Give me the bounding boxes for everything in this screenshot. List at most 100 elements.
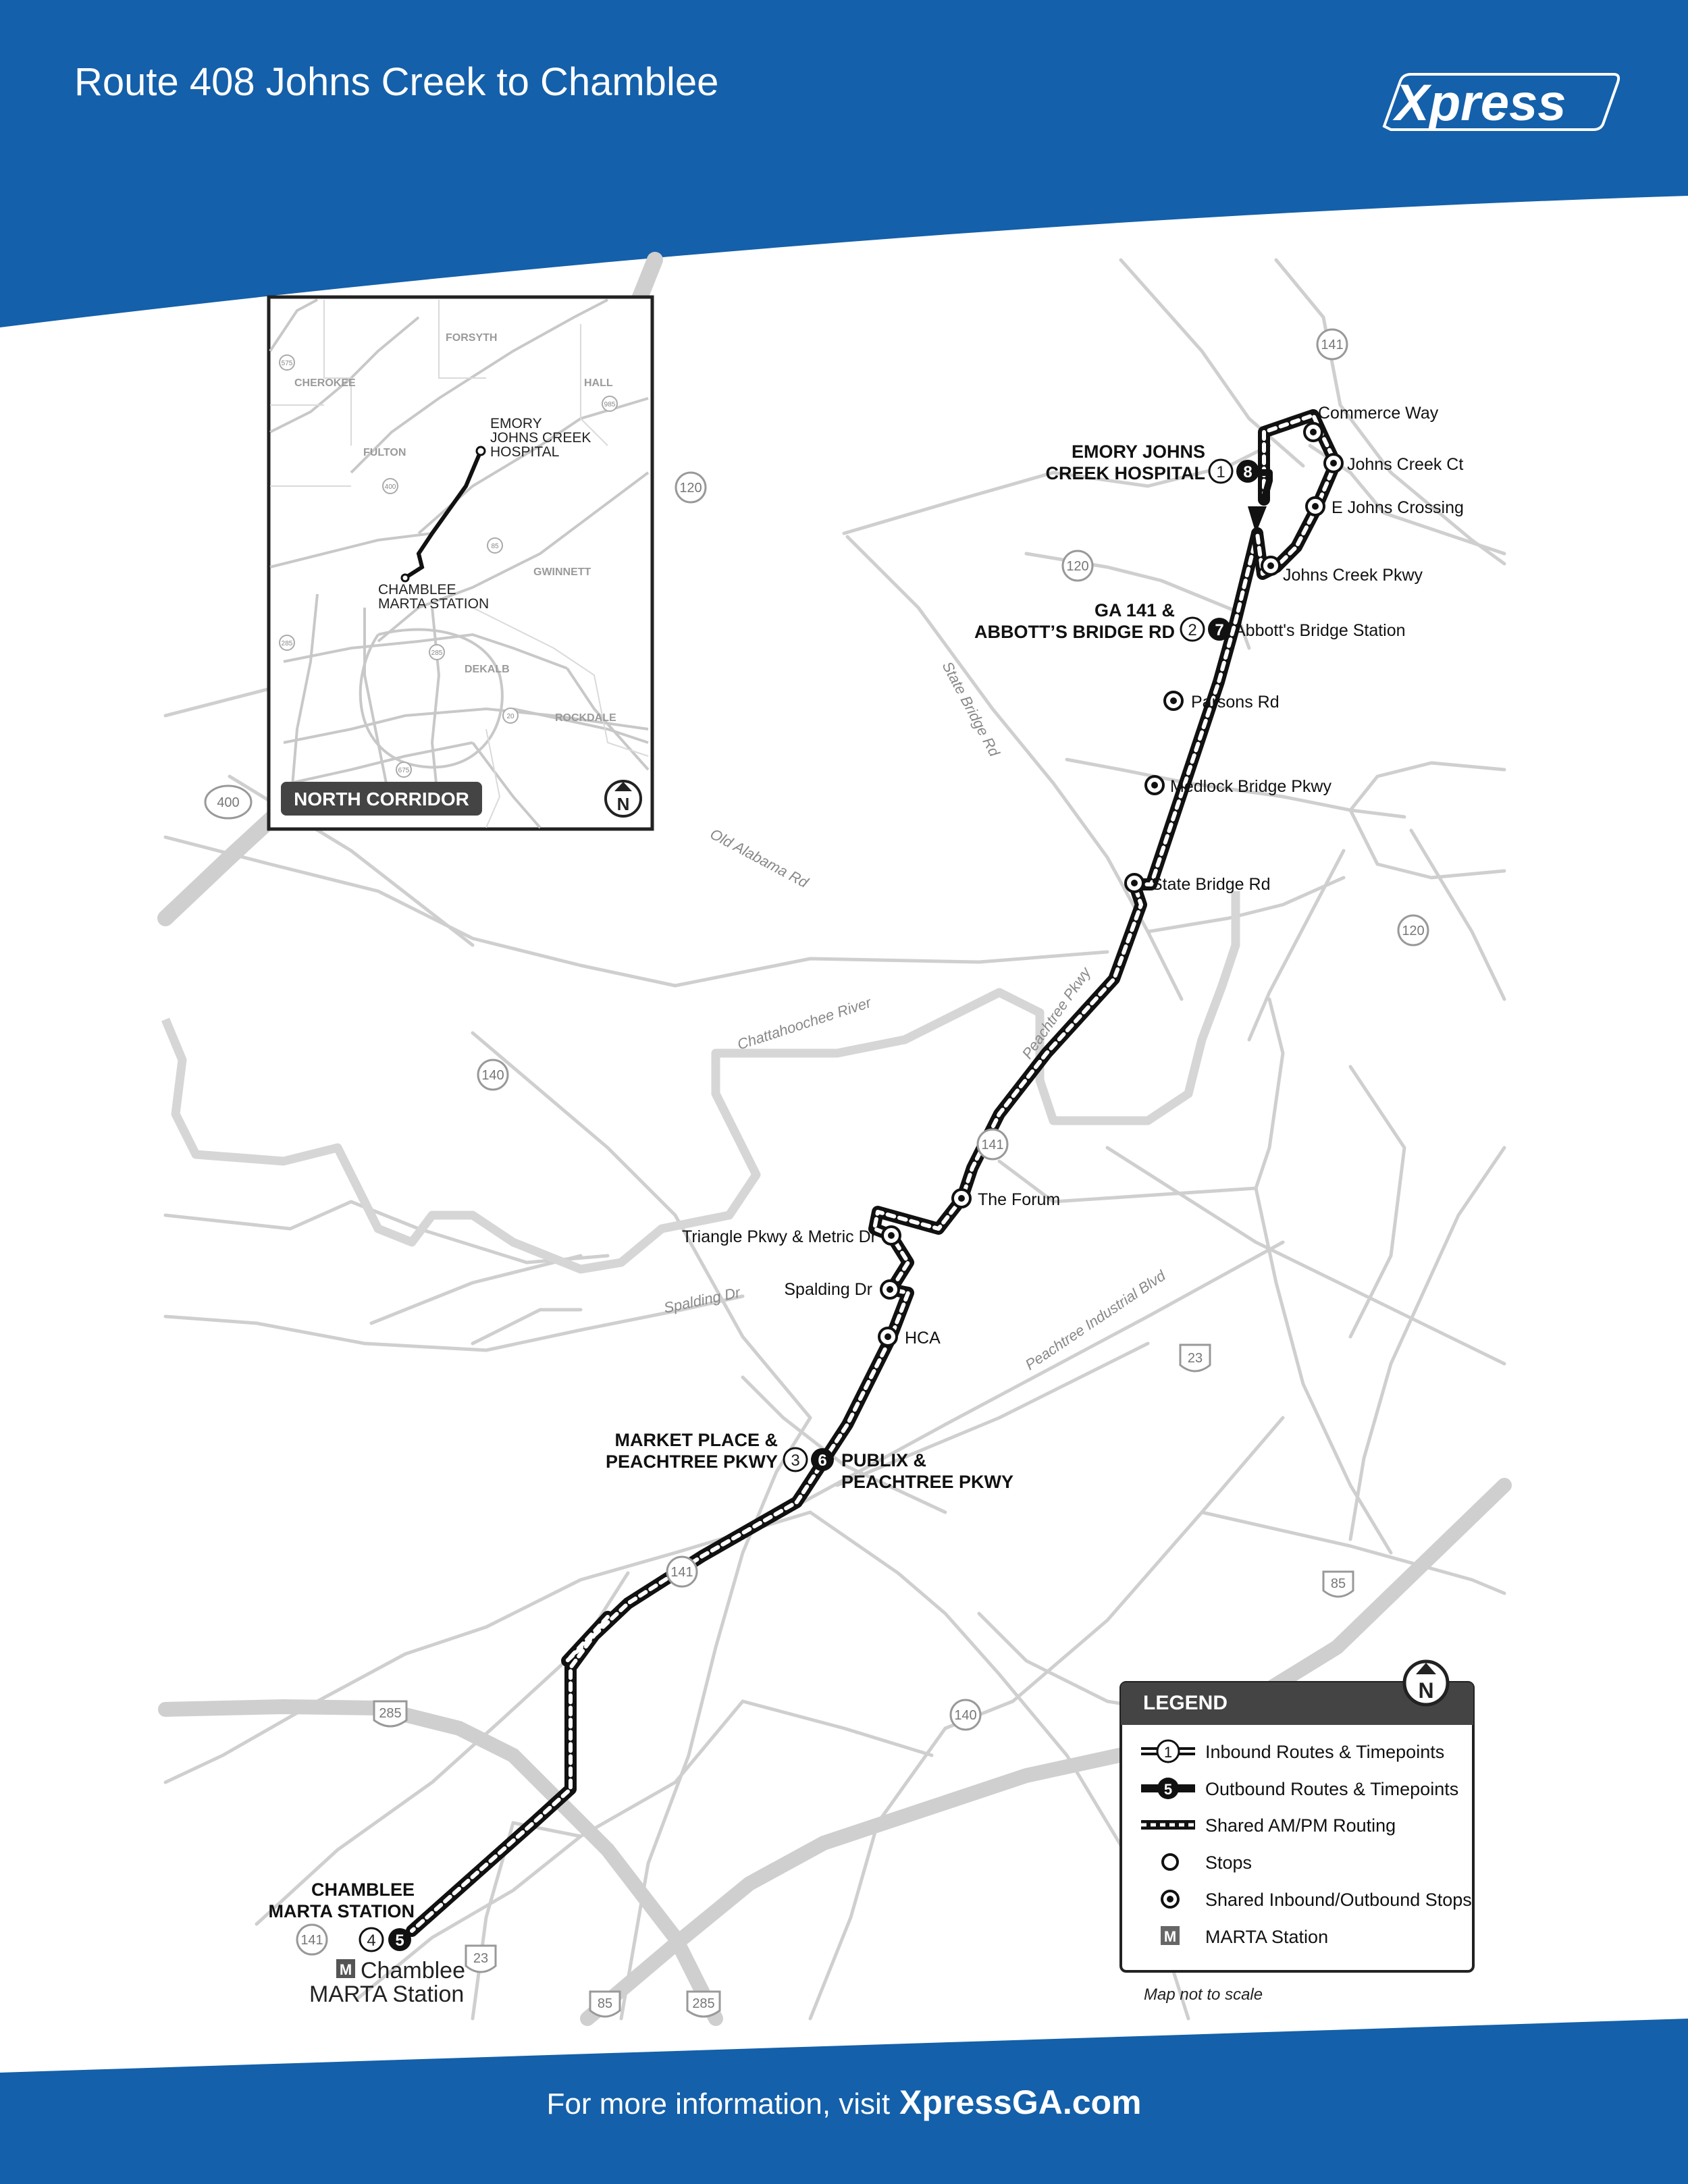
footer-band [0,2019,1688,2184]
svg-text:Spalding Dr: Spalding Dr [784,1280,872,1299]
stop-medlock-bridge: Medlock Bridge Pkwy [1144,775,1331,796]
stop-hca: HCA [878,1327,941,1348]
base-roads [163,258,1506,2021]
svg-text:285: 285 [431,649,443,657]
svg-text:PEACHTREE PKWY: PEACHTREE PKWY [606,1451,778,1472]
stop-johns-creek-ct: Johns Creek Ct [1323,453,1463,474]
svg-text:7: 7 [1215,621,1223,639]
legend-outbound: 5 Outbound Routes & Timepoints [1141,1778,1458,1799]
svg-text:23: 23 [473,1951,488,1966]
shield-400: 400 [204,784,253,820]
stop-commerce-way: Commerce Way [1303,404,1439,442]
svg-text:141: 141 [300,1933,323,1948]
marta-station-chamblee: M Chamblee MARTA Station [309,1958,465,2007]
svg-text:N: N [617,794,630,814]
footer-url[interactable]: XpressGA.com [899,2083,1142,2121]
svg-text:MARTA STATION: MARTA STATION [269,1901,415,1921]
svg-text:140: 140 [481,1068,504,1083]
svg-text:1: 1 [1164,1744,1172,1761]
svg-text:5: 5 [395,1932,404,1950]
svg-text:HCA: HCA [905,1329,941,1348]
svg-text:Johns Creek Pkwy: Johns Creek Pkwy [1283,566,1423,585]
road-label-old-alabama: Old Alabama Rd [708,825,812,891]
svg-text:E Johns Crossing: E Johns Crossing [1331,498,1464,517]
timepoint-2-abbotts: GA 141 & ABBOTT’S BRIDGE RD 2 7 Abbott's… [974,600,1406,642]
legend-shared: Shared AM/PM Routing [1141,1815,1396,1836]
svg-text:HOSPITAL: HOSPITAL [490,444,559,460]
svg-text:GWINNETT: GWINNETT [533,566,591,578]
svg-text:Parsons Rd: Parsons Rd [1191,693,1280,712]
svg-text:GA 141 &: GA 141 & [1094,600,1175,620]
svg-text:JOHNS CREEK: JOHNS CREEK [490,430,591,446]
shield-141-top: 141 [1316,328,1348,361]
svg-text:675: 675 [398,767,410,774]
footer-text: For more information, visit [546,2087,891,2121]
north-corridor-badge: NORTH CORRIDOR [281,782,482,816]
shield-141-bot: 141 [296,1923,328,1956]
timepoints: EMORY JOHNS CREEK HOSPITAL 1 8 GA 141 & … [269,442,1406,2007]
shield-85-a: 85 [1322,1570,1354,1598]
svg-text:20: 20 [506,713,515,720]
legend-stops: Stops [1161,1853,1252,1873]
direction-arrow-icon [1248,506,1267,533]
inset-shields: 575 985 400 85 285 285 20 675 [279,354,618,778]
shield-120-c: 120 [1397,914,1429,947]
page-title: Route 408 Johns Creek to Chamblee [74,60,719,104]
legend-shared-stops: Shared Inbound/Outbound Stops [1161,1890,1472,1910]
svg-text:FORSYTH: FORSYTH [446,332,497,344]
stop-parsons-rd: Parsons Rd [1163,691,1280,712]
svg-text:4: 4 [367,1932,375,1950]
svg-text:CREEK HOSPITAL: CREEK HOSPITAL [1045,463,1205,483]
svg-text:140: 140 [954,1708,976,1723]
shield-140-b: 140 [949,1699,982,1731]
xpress-logo: Xpress [1382,73,1620,132]
shield-23-b: 23 [465,1944,497,1973]
shield-23-a: 23 [1179,1343,1211,1373]
svg-text:EMORY JOHNS: EMORY JOHNS [1072,442,1205,462]
svg-text:NORTH CORRIDOR: NORTH CORRIDOR [294,789,469,809]
svg-text:Outbound Routes & Timepoints: Outbound Routes & Timepoints [1205,1779,1458,1799]
svg-text:PUBLIX &: PUBLIX & [841,1450,926,1470]
svg-text:Shared AM/PM Routing: Shared AM/PM Routing [1205,1815,1396,1836]
svg-text:N: N [1418,1678,1433,1703]
header-band [0,0,1688,327]
svg-text:120: 120 [679,481,702,496]
svg-text:HALL: HALL [584,377,613,389]
shield-141-low: 141 [666,1555,698,1588]
svg-text:The Forum: The Forum [978,1190,1060,1209]
stop-the-forum: The Forum [951,1188,1060,1209]
svg-text:MARTA Station: MARTA Station [1205,1927,1328,1947]
svg-text:MARTA STATION: MARTA STATION [378,596,489,612]
svg-text:CHEROKEE: CHEROKEE [294,377,356,389]
svg-text:85: 85 [598,1996,612,2011]
inset-map: FORSYTH CHEROKEE HALL FULTON GWINNETT DE… [267,295,654,831]
svg-text:ABBOTT’S BRIDGE RD: ABBOTT’S BRIDGE RD [974,622,1175,642]
legend: LEGEND N 1 Inbound Routes & Timepoints 5… [1119,1659,1475,2004]
svg-text:6: 6 [818,1451,826,1470]
stop-state-bridge: State Bridge Rd [1124,873,1271,894]
shield-85-b: 85 [589,1990,621,2018]
svg-text:141: 141 [670,1565,693,1580]
svg-text:Xpress: Xpress [1392,74,1566,132]
svg-text:M: M [340,1961,352,1978]
svg-text:285: 285 [379,1706,401,1721]
svg-text:LEGEND: LEGEND [1143,1692,1228,1714]
svg-text:285: 285 [692,1996,714,2011]
svg-text:141: 141 [981,1138,1003,1152]
road-label-spalding: Spalding Dr [662,1283,743,1316]
svg-text:5: 5 [1164,1781,1172,1798]
svg-text:CHAMBLEE: CHAMBLEE [378,582,456,597]
svg-text:575: 575 [282,360,293,367]
svg-text:2: 2 [1188,621,1196,639]
svg-text:285: 285 [282,640,293,647]
stops: Commerce Way Johns Creek Ct E Johns Cros… [682,404,1464,1348]
shield-120-a: 120 [675,471,707,504]
svg-text:MARKET PLACE &: MARKET PLACE & [615,1430,779,1450]
svg-text:Inbound Routes & Timepoints: Inbound Routes & Timepoints [1205,1742,1444,1762]
svg-text:Medlock Bridge Pkwy: Medlock Bridge Pkwy [1170,777,1331,796]
marta-icon [336,1959,355,1978]
svg-text:ROCKDALE: ROCKDALE [555,712,616,724]
timepoint-4-5-chamblee: CHAMBLEE MARTA STATION 4 5 [269,1880,415,1952]
svg-text:State Bridge Rd: State Bridge Rd [1151,875,1271,894]
